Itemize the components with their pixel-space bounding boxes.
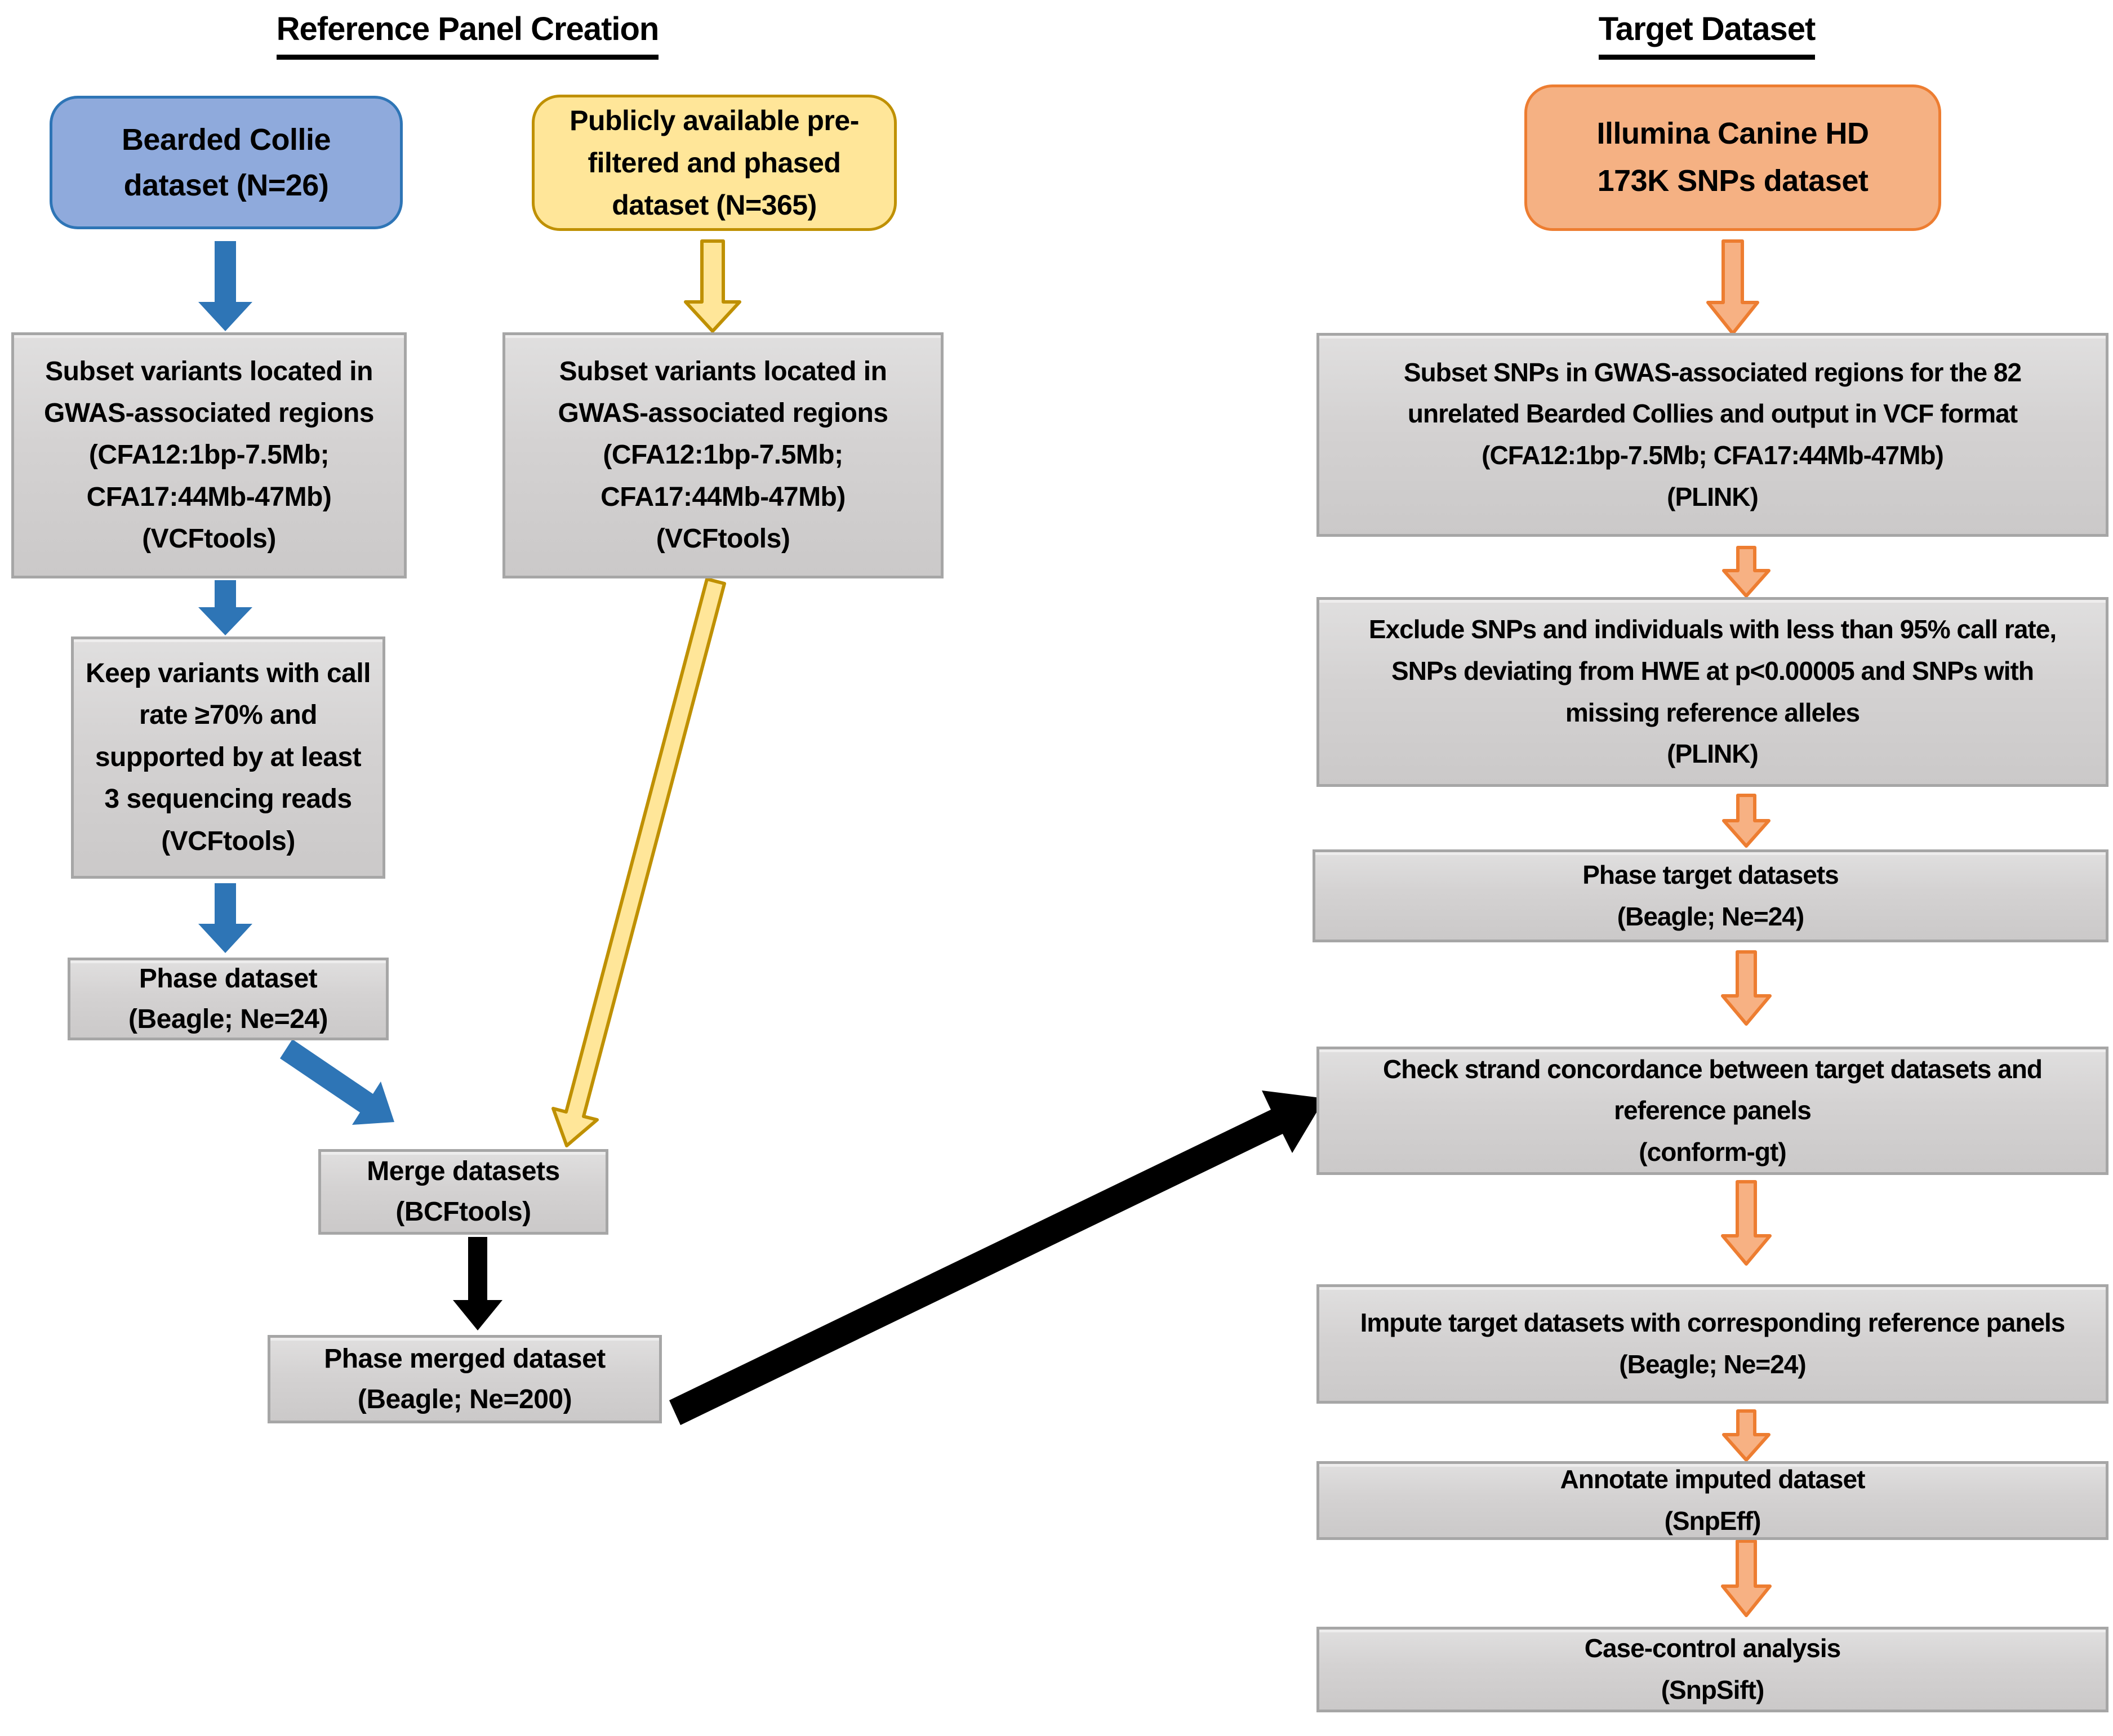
box-phase-target-datasets-text: Phase target datasets (Beagle; Ne=24) [1582,860,1839,931]
arrow-subset-to-keep [198,580,252,635]
arrow-impute-to-annotate [1722,1409,1771,1462]
arrow-illumina-to-subset-snps [1706,239,1759,335]
box-keep-variants: Keep variants with call rate ≥70% and su… [71,636,385,879]
box-subset-snps: Subset SNPs in GWAS-associated regions f… [1316,333,2108,537]
arrow-phase-merged-to-check-strand [669,1090,1325,1425]
box-check-strand-concordance: Check strand concordance between target … [1316,1047,2108,1175]
target-dataset-title-text: Target Dataset [1598,10,1816,60]
box-annotate-imputed-dataset-text: Annotate imputed dataset (SnpEff) [1560,1465,1866,1535]
box-phase-target-datasets: Phase target datasets (Beagle; Ne=24) [1313,849,2108,942]
box-bearded-collie-dataset-text: Bearded Collie dataset (N=26) [121,122,331,202]
box-keep-variants-text: Keep variants with call rate ≥70% and su… [85,658,371,856]
box-illumina-dataset: Illumina Canine HD 173K SNPs dataset [1524,84,1941,231]
box-subset-snps-text: Subset SNPs in GWAS-associated regions f… [1403,357,2022,511]
box-merge-datasets-text: Merge datasets (BCFtools) [367,1156,560,1227]
box-annotate-imputed-dataset: Annotate imputed dataset (SnpEff) [1316,1461,2108,1540]
box-exclude-snps: Exclude SNPs and individuals with less t… [1316,597,2108,787]
reference-panel-creation-title-text: Reference Panel Creation [276,10,659,60]
arrow-merge-to-phase-merged [453,1237,502,1330]
box-phase-dataset: Phase dataset (Beagle; Ne=24) [68,958,389,1040]
arrow-public-to-subset [684,239,741,333]
box-impute-target-datasets-text: Impute target datasets with correspondin… [1360,1308,2066,1379]
box-merge-datasets: Merge datasets (BCFtools) [318,1149,608,1235]
arrow-subset-public-to-merge-long [551,577,726,1147]
box-illumina-dataset-text: Illumina Canine HD 173K SNPs dataset [1596,117,1869,198]
box-exclude-snps-text: Exclude SNPs and individuals with less t… [1368,615,2057,769]
arrow-phase-target-to-check-strand [1721,950,1772,1026]
box-subset-variants-public: Subset variants located in GWAS-associat… [502,332,944,578]
box-case-control-analysis: Case-control analysis (SnpSift) [1316,1627,2108,1712]
box-bearded-collie-dataset: Bearded Collie dataset (N=26) [50,96,403,229]
arrow-phase-to-merge-diagonal [280,1039,394,1125]
box-phase-dataset-text: Phase dataset (Beagle; Ne=24) [128,963,328,1034]
reference-panel-creation-title: Reference Panel Creation [130,10,806,60]
box-phase-merged-dataset: Phase merged dataset (Beagle; Ne=200) [268,1335,662,1423]
box-subset-variants-bearded-text: Subset variants located in GWAS-associat… [44,356,375,554]
box-public-dataset-text: Publicly available pre- filtered and pha… [570,104,859,221]
arrow-check-strand-to-impute [1721,1180,1772,1266]
arrow-annotate-to-case-control [1721,1539,1772,1617]
arrow-bearded-to-subset [198,241,252,331]
box-phase-merged-dataset-text: Phase merged dataset (Beagle; Ne=200) [324,1343,606,1414]
box-subset-variants-bearded: Subset variants located in GWAS-associat… [11,332,407,578]
box-impute-target-datasets: Impute target datasets with correspondin… [1316,1284,2108,1404]
box-public-dataset: Publicly available pre- filtered and pha… [532,95,897,231]
arrow-subset-snps-to-exclude [1722,546,1771,598]
arrow-exclude-to-phase-target [1722,794,1771,848]
box-check-strand-concordance-text: Check strand concordance between target … [1383,1054,2043,1167]
arrow-keep-to-phase [198,883,252,953]
target-dataset-title: Target Dataset [1369,10,2045,60]
box-case-control-analysis-text: Case-control analysis (SnpSift) [1584,1633,1841,1704]
box-subset-variants-public-text: Subset variants located in GWAS-associat… [558,356,889,554]
